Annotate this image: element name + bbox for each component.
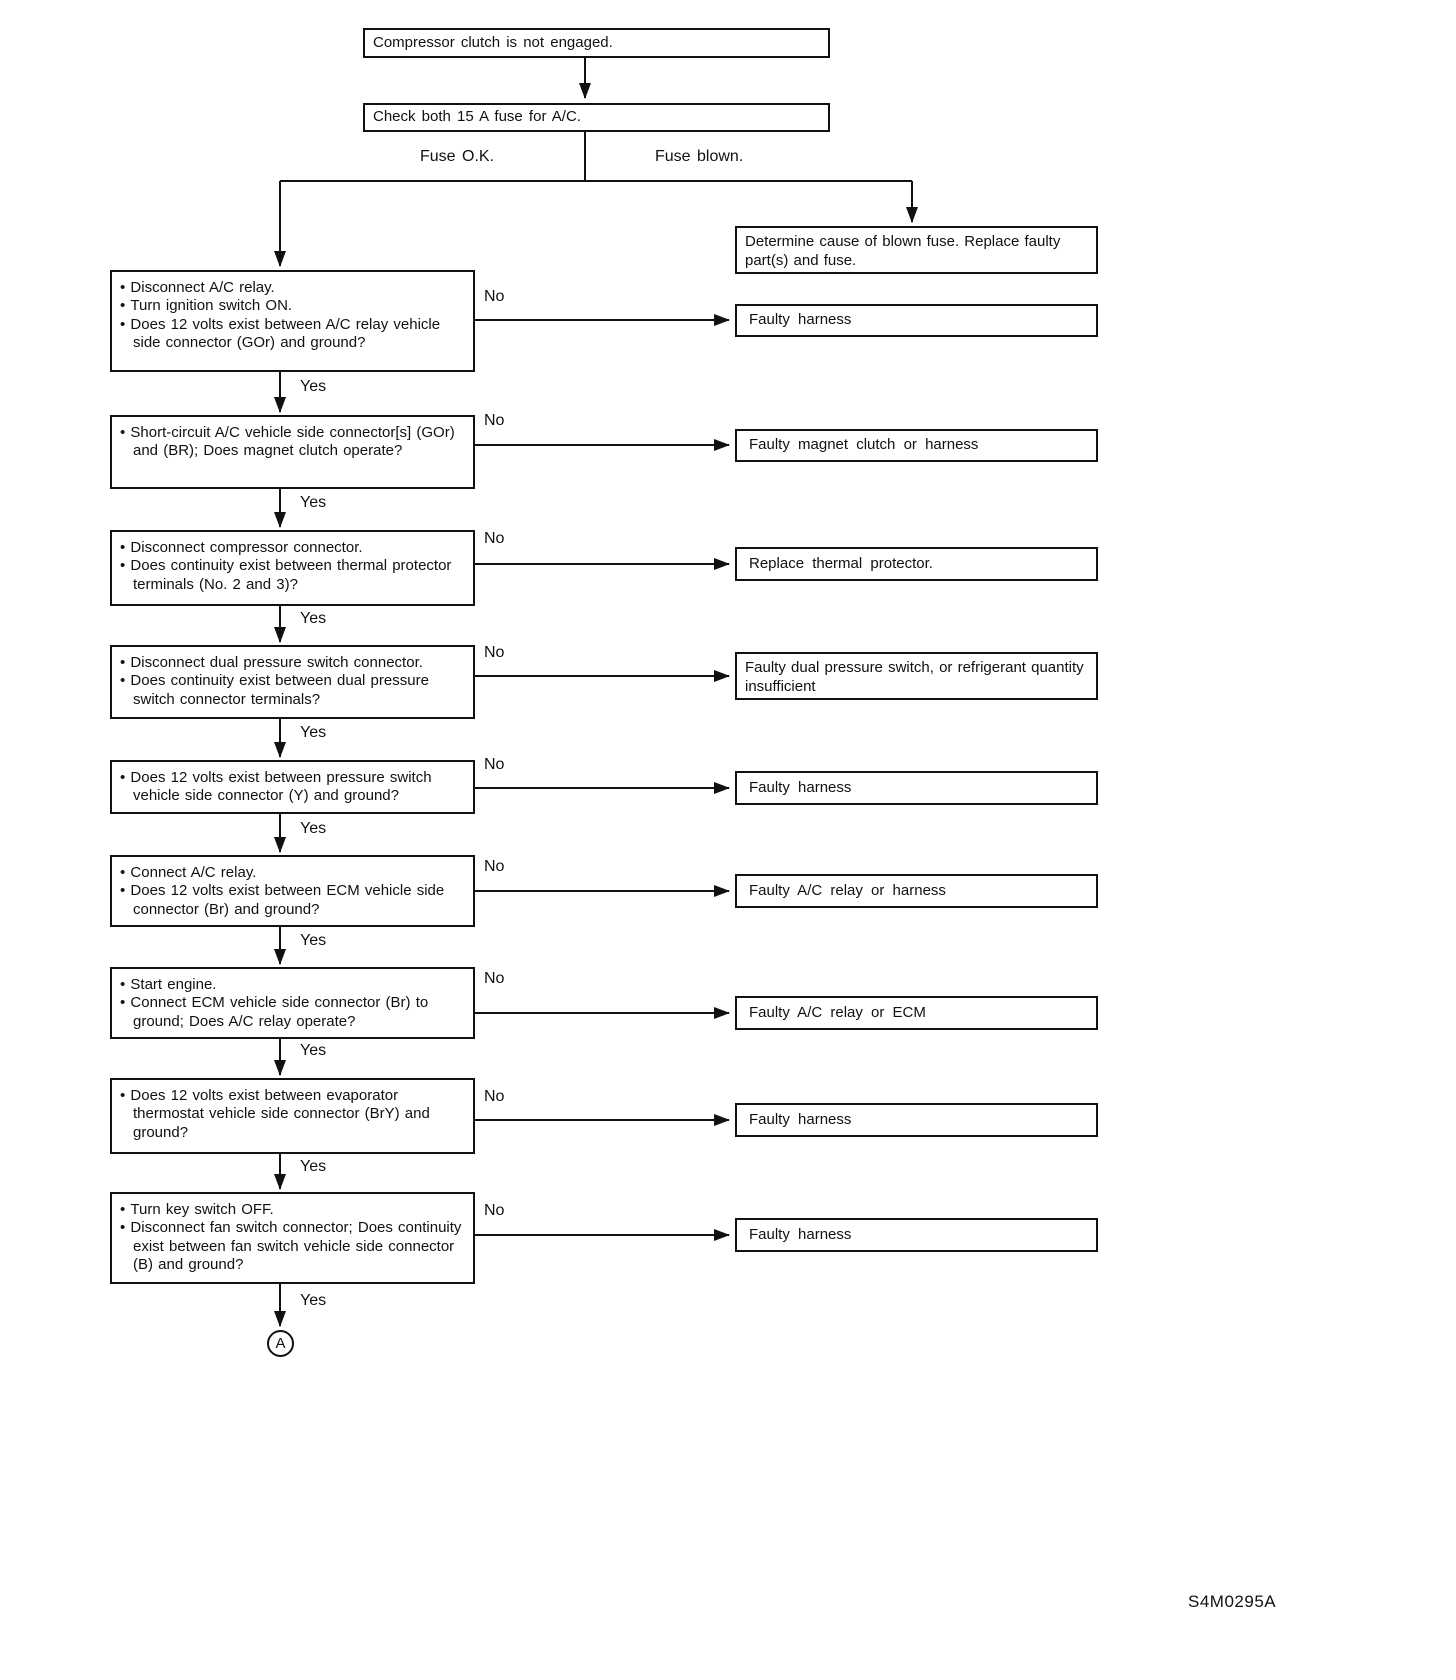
fault-9-label: Faulty harness <box>749 1225 852 1243</box>
yes-label-7: Yes <box>300 1042 327 1059</box>
step-box-1: Disconnect A/C relay. Turn ignition swit… <box>110 270 475 372</box>
step-box-6: Connect A/C relay. Does 12 volts exist b… <box>110 855 475 927</box>
no-label-1: No <box>484 288 505 305</box>
fault-1-label: Faulty harness <box>749 311 852 329</box>
step-9-line-1: Turn key switch OFF. <box>120 1201 467 1219</box>
step-3-line-1: Disconnect compressor connector. <box>120 539 467 557</box>
no-label-5: No <box>484 756 505 773</box>
branch-label-fuse-blown: Fuse blown. <box>655 148 744 165</box>
step-4-line-1: Disconnect dual pressure switch connecto… <box>120 654 467 672</box>
blown-fuse-result-box: Determine cause of blown fuse. Replace f… <box>735 226 1098 274</box>
step-box-9: Turn key switch OFF. Disconnect fan swit… <box>110 1192 475 1284</box>
no-label-2: No <box>484 412 505 429</box>
step-1-line-1: Disconnect A/C relay. <box>120 279 467 297</box>
check-fuse-box: Check both 15 A fuse for A/C. <box>363 103 830 132</box>
yes-label-4: Yes <box>300 724 327 741</box>
check-fuse-label: Check both 15 A fuse for A/C. <box>373 108 581 126</box>
fault-box-7: Faulty A/C relay or ECM <box>735 996 1098 1030</box>
connector-a-label: A <box>275 1335 286 1352</box>
yes-label-8: Yes <box>300 1158 327 1175</box>
step-box-5: Does 12 volts exist between pressure swi… <box>110 760 475 814</box>
no-label-8: No <box>484 1088 505 1105</box>
figure-code: S4M0295A <box>1188 1592 1277 1611</box>
step-box-2: Short-circuit A/C vehicle side connector… <box>110 415 475 489</box>
fault-box-1: Faulty harness <box>735 304 1098 337</box>
step-box-4: Disconnect dual pressure switch connecto… <box>110 645 475 719</box>
step-6-line-1: Connect A/C relay. <box>120 864 467 882</box>
fault-3-label: Replace thermal protector. <box>749 554 933 572</box>
step-box-8: Does 12 volts exist between evaporator t… <box>110 1078 475 1154</box>
no-label-7: No <box>484 970 505 987</box>
fault-2-label: Faulty magnet clutch or harness <box>749 436 979 454</box>
step-9-line-2: Disconnect fan switch connector; Does co… <box>120 1219 467 1274</box>
step-8-line-1: Does 12 volts exist between evaporator t… <box>120 1087 467 1142</box>
yes-label-2: Yes <box>300 494 327 511</box>
fault-4-label: Faulty dual pressure switch, or refriger… <box>745 659 1084 695</box>
start-box-label: Compressor clutch is not engaged. <box>373 33 613 51</box>
fault-box-5: Faulty harness <box>735 771 1098 805</box>
fault-box-4: Faulty dual pressure switch, or refriger… <box>735 652 1098 700</box>
step-box-3: Disconnect compressor connector. Does co… <box>110 530 475 606</box>
step-5-line-1: Does 12 volts exist between pressure swi… <box>120 769 467 806</box>
step-1-line-3: Does 12 volts exist between A/C relay ve… <box>120 316 467 353</box>
yes-label-9: Yes <box>300 1292 327 1309</box>
no-label-9: No <box>484 1202 505 1219</box>
fault-box-3: Replace thermal protector. <box>735 547 1098 581</box>
fault-7-label: Faulty A/C relay or ECM <box>749 1003 926 1021</box>
blown-fuse-result-label: Determine cause of blown fuse. Replace f… <box>745 233 1061 269</box>
fault-box-6: Faulty A/C relay or harness <box>735 874 1098 908</box>
start-box: Compressor clutch is not engaged. <box>363 28 830 58</box>
yes-label-1: Yes <box>300 378 327 395</box>
step-7-line-2: Connect ECM vehicle side connector (Br) … <box>120 994 467 1031</box>
step-6-line-2: Does 12 volts exist between ECM vehicle … <box>120 882 467 919</box>
yes-label-3: Yes <box>300 610 327 627</box>
yes-label-6: Yes <box>300 932 327 949</box>
step-4-line-2: Does continuity exist between dual press… <box>120 672 467 709</box>
step-7-line-1: Start engine. <box>120 976 467 994</box>
no-label-3: No <box>484 530 505 547</box>
step-box-7: Start engine. Connect ECM vehicle side c… <box>110 967 475 1039</box>
fault-box-9: Faulty harness <box>735 1218 1098 1252</box>
step-1-line-2: Turn ignition switch ON. <box>120 297 467 315</box>
yes-label-5: Yes <box>300 820 327 837</box>
fault-8-label: Faulty harness <box>749 1110 852 1128</box>
fault-box-8: Faulty harness <box>735 1103 1098 1137</box>
connector-a: A <box>267 1330 294 1357</box>
step-3-line-2: Does continuity exist between thermal pr… <box>120 557 467 594</box>
no-label-6: No <box>484 858 505 875</box>
step-2-line-1: Short-circuit A/C vehicle side connector… <box>120 424 467 461</box>
fault-box-2: Faulty magnet clutch or harness <box>735 429 1098 462</box>
branch-label-fuse-ok: Fuse O.K. <box>420 148 495 165</box>
no-label-4: No <box>484 644 505 661</box>
fault-6-label: Faulty A/C relay or harness <box>749 881 946 899</box>
fault-5-label: Faulty harness <box>749 778 852 796</box>
